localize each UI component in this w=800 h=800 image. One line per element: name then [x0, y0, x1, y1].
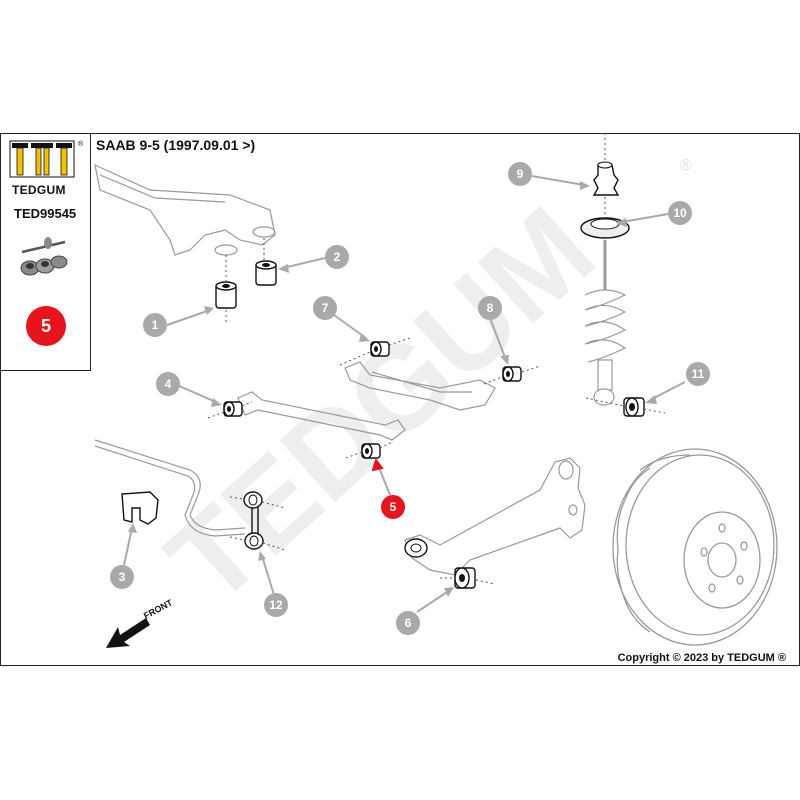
trailing-arm-bushing-front [404, 538, 428, 558]
callout-11[interactable]: 11 [686, 362, 710, 386]
callout-6[interactable]: 6 [396, 611, 420, 635]
stabilizer-link-12 [243, 491, 264, 550]
tedgum-logo-icon: ® [9, 140, 84, 178]
callout-1[interactable]: 1 [143, 313, 167, 337]
vehicle-title: SAAB 9-5 (1997.09.01 >) [96, 137, 256, 153]
callout-10[interactable]: 10 [668, 201, 692, 225]
front-arrow-icon [106, 618, 150, 648]
lateral-link-bushing-5 [361, 443, 381, 459]
product-kit-thumbnail [20, 237, 68, 276]
callout-arrows [123, 175, 686, 613]
wheel-tire [612, 448, 778, 646]
registered-mark: ® [78, 140, 84, 148]
trailing-arm [404, 457, 586, 576]
trailing-arm-bushing-6 [454, 567, 476, 589]
lateral-link [237, 391, 406, 441]
selected-position-badge: 5 [26, 306, 66, 346]
part-code: TED99545 [14, 206, 77, 221]
lateral-link-bushing-4 [223, 401, 243, 417]
upper-arm-bushing-7 [370, 341, 390, 357]
bump-stop [592, 133, 620, 196]
sidebar-panel [0, 133, 91, 371]
callout-7[interactable]: 7 [313, 296, 337, 320]
copyright-notice: Copyright © 2023 by TEDGUM ® [617, 652, 786, 664]
rear-subframe [94, 163, 276, 256]
callout-8[interactable]: 8 [478, 296, 502, 320]
callout-3[interactable]: 3 [110, 565, 134, 589]
stabilizer-bushing-3 [121, 491, 159, 525]
watermark-mark: ® [680, 157, 692, 174]
upper-arm-bushing-8 [502, 366, 522, 382]
shock-bushing-11 [623, 397, 645, 417]
callout-5[interactable]: 5 [381, 495, 405, 519]
brand-name: TEDGUM [12, 183, 66, 197]
callout-4[interactable]: 4 [156, 372, 180, 396]
stabilizer-bar [94, 439, 246, 537]
callout-12[interactable]: 12 [264, 593, 288, 617]
dotted-guides [225, 238, 265, 325]
upper-control-arm [344, 361, 496, 411]
coil-spring-shock [584, 240, 627, 406]
subframe-bushing-1 [215, 281, 237, 309]
subframe-bushing-2 [255, 260, 277, 286]
callout-2[interactable]: 2 [325, 245, 349, 269]
callout-9[interactable]: 9 [508, 162, 532, 186]
